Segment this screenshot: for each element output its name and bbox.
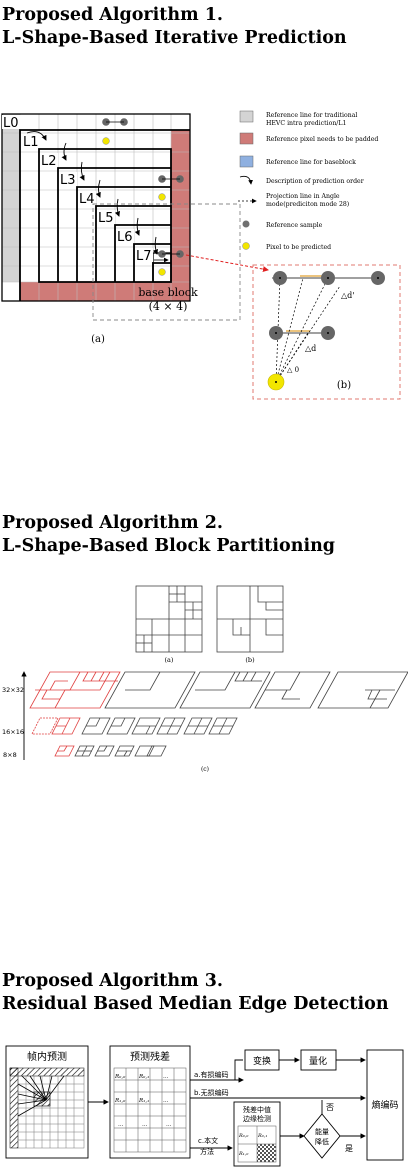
sub-label-2a: (a) [165,656,174,664]
row-8x8 [54,745,167,757]
quantize-label: 量化 [309,1055,327,1067]
sample-dots [102,118,184,276]
section3-title-line2: Residual Based Median Edge Detection [2,994,389,1014]
transform-label: 变换 [253,1055,271,1067]
base-block-region [92,203,241,321]
median-edge-detection-block: 残差中值 边缘检测 R₀,₀ R₀,₁ R₁,₀ [233,1101,281,1167]
base-block-size: (4 × 4) [149,300,188,313]
layer-label-l6: L6 [117,230,133,245]
sub-label-2b: (b) [245,656,255,664]
section2-title-line2: L-Shape-Based Block Partitioning [2,536,336,556]
inset-label-d-prime: △d' [341,291,354,300]
row-16x16 [31,717,238,735]
flow-paths [190,1057,366,1151]
energy-label-2: 降低 [315,1137,329,1146]
layer-label-l4: L4 [79,192,95,207]
residual-cell-6: … [118,1122,124,1128]
residual-cell-2: … [163,1074,169,1080]
section1-title-line2: L-Shape-Based Iterative Prediction [2,28,347,48]
legend-label-4: Description of prediction order [266,178,364,185]
level-label-8: 8×8 [3,751,17,759]
sub-label-2c: (c) [201,766,209,773]
med-cell-0: R₀,₀ [238,1133,248,1139]
no-label: 否 [326,1103,334,1112]
legend-label-1b: HEVC intra prediction/L1 [266,120,347,127]
layer-label-l0: L0 [3,116,19,131]
energy-decision: 能量 降低 否 是 [303,1103,353,1159]
yes-label: 是 [345,1144,353,1153]
residual-cell-1: R₀,₁ [138,1074,149,1080]
layer-label-l1: L1 [23,135,39,150]
level-label-16: 16×16 [2,728,24,736]
inset-b: △d' △d △ 0 (b) [252,264,401,400]
intra-prediction-block: 帧内预测 [5,1045,89,1159]
layer-label-l3: L3 [60,173,76,188]
layer-label-l5: L5 [98,211,114,226]
intra-pred-label: 帧内预测 [27,1050,67,1063]
section1-title-line1: Proposed Algorithm 1. [2,5,223,25]
prediction-residual-block: 预测残差 R₀,₀ R₀,₁ … R₁,₀ R₁,₁ … … … … [109,1045,191,1159]
row-32x32 [29,671,408,709]
residual-cell-7: … [142,1122,148,1128]
residual-cell-0: R₀,₀ [114,1074,126,1080]
legend-label-2: Reference pixel needs to be padded [266,136,378,143]
order-arrows [26,131,158,255]
legend-label-3: Reference line for baseblock [266,159,356,166]
section3-title-line1: Proposed Algorithm 3. [2,971,223,991]
section2-figure: (a) (b) 32×32 16×16 8×8 [2,585,408,773]
path-b-label: b.无损编码 [194,1088,229,1097]
entropy-coding-block: 熵编码 [366,1049,404,1161]
section1-figure: L0 L1 L2 L3 L4 L5 L6 L7 [1,110,401,400]
residual-cell-4: R₁,₁ [138,1098,149,1104]
section3-figure: 帧内预测 预测残差 [5,1045,404,1167]
level-label-32: 32×32 [2,686,24,694]
med-cell-1: R₀,₁ [257,1133,267,1139]
transform-block: 变换 [244,1049,280,1071]
quadtree-diagram-a [135,585,203,653]
path-a-label: a.有损编码 [194,1070,229,1079]
med-detect-label-2: 边缘检测 [243,1114,271,1123]
med-detect-label-1: 残差中值 [243,1105,271,1114]
energy-label-1: 能量 [315,1127,329,1136]
layer-label-l7: L7 [136,249,152,264]
entropy-label: 熵编码 [371,1099,398,1111]
legend-label-5a: Projection line in Angle [266,193,340,200]
legend: Reference line for traditional HEVC intr… [238,110,378,251]
legend-label-7: Pixel to be predicted [266,244,331,251]
residual-cell-5: … [163,1098,169,1104]
zoom-connector [185,254,269,273]
legend-label-5b: mode(prediciton mode 28) [266,201,349,208]
path-c-label-2: 方法 [200,1147,214,1156]
layer-label-l2: L2 [41,154,57,169]
inset-label-zero: △ 0 [287,366,299,374]
base-block-label: base block [138,286,198,299]
quantize-block: 量化 [300,1049,337,1071]
section2-title-line1: Proposed Algorithm 2. [2,513,223,533]
path-c-label-1: c.本文 [198,1136,218,1145]
l-shape-layers [19,129,190,301]
sub-label-a: (a) [91,334,105,345]
level-axis: 32×32 16×16 8×8 [2,671,27,760]
inset-label-d: △d [305,344,316,353]
med-cell-2: R₁,₀ [238,1151,248,1157]
layer-labels: L0 L1 L2 L3 L4 L5 L6 L7 [2,115,153,264]
residual-cell-8: … [166,1122,172,1128]
legend-label-1a: Reference line for traditional [266,112,357,119]
residual-cell-3: R₁,₀ [114,1098,126,1104]
legend-label-6: Reference sample [266,222,323,229]
l-shape-diagram-b [216,585,284,653]
sub-label-b: (b) [337,380,351,391]
pred-residual-label: 预测残差 [130,1050,170,1063]
